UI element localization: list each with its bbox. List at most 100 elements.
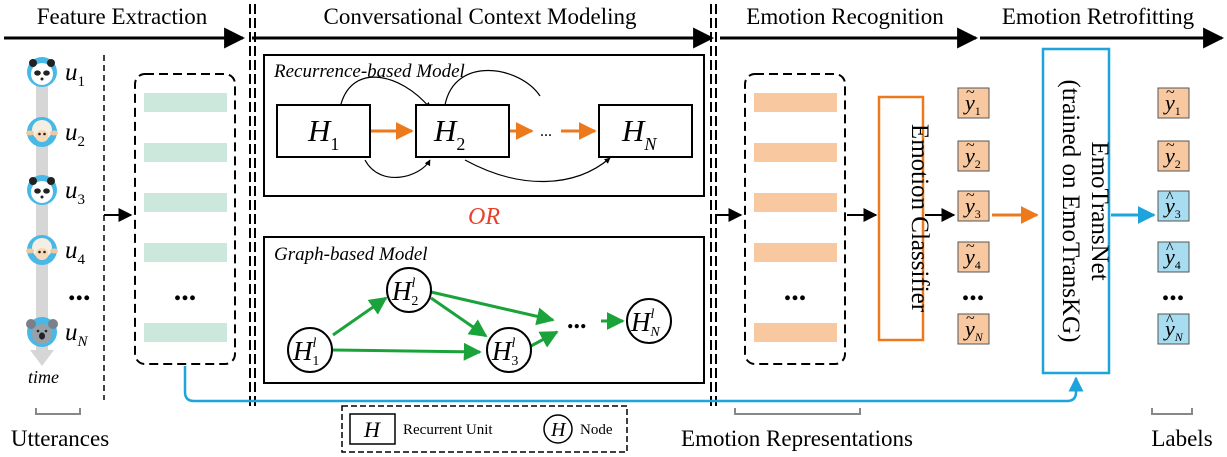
label-ellipsis: ... (1162, 274, 1185, 307)
legend-recurrent-unit-label: Recurrent Unit (403, 422, 493, 438)
feature-vector-bar (144, 323, 227, 342)
prediction-ellipsis: ... (962, 274, 985, 307)
graph-edge (530, 330, 559, 348)
timeline-arrowhead (30, 350, 54, 366)
emotion-representations-box (744, 73, 846, 365)
emotion-rep-bar (754, 243, 837, 262)
svg-text:y3: y3 (1163, 193, 1181, 221)
svg-text:^: ^ (1166, 189, 1174, 206)
emotion-rep-bar (754, 143, 837, 162)
panda-avatar-icon (27, 57, 57, 87)
graph-ellipsis: ... (567, 305, 587, 334)
feature-ellipsis: ... (174, 274, 197, 307)
prediction-cell: y3 ~ (957, 187, 990, 222)
feature-vector-bar (144, 243, 227, 262)
graph-model-title: Graph-based Model (274, 244, 428, 265)
emotion-classifier-label: Emotion Classifier (906, 124, 933, 313)
svg-text:~: ~ (1166, 137, 1175, 154)
recurrent-unit-h1 (276, 104, 371, 158)
utterance-label: u1 (65, 59, 85, 90)
label-cell: y3 ^ (1157, 189, 1190, 222)
graph-node-h1 (287, 327, 333, 373)
legend-recurrent-unit-swatch (349, 413, 396, 445)
svg-text:~: ~ (966, 137, 975, 154)
sheep-avatar-icon (26, 117, 58, 147)
recurrent-skip-arrow (464, 157, 611, 183)
recurrent-unit-h2 (415, 104, 510, 158)
utterance-label: u4 (65, 237, 86, 268)
prediction-cell: y4 ~ (957, 238, 990, 273)
emotion-rep-bar (754, 323, 837, 342)
panda-avatar-icon (27, 175, 57, 205)
label-cell: yN ^ (1157, 312, 1190, 345)
svg-text:~: ~ (1166, 84, 1175, 101)
recurrent-unit-label: H1 (307, 113, 339, 154)
svg-text:y1: y1 (963, 90, 981, 118)
feature-vectors-box (134, 73, 236, 365)
svg-text:~: ~ (966, 84, 975, 101)
legend-circle-symbol: H (550, 419, 567, 441)
recurrence-model-panel (263, 54, 705, 197)
feature-skip-connection (183, 366, 1084, 403)
svg-text:^: ^ (1166, 312, 1174, 329)
stage-emotion-recognition: Emotion Recognition (746, 4, 944, 29)
stage-context-modeling: Conversational Context Modeling (323, 4, 637, 29)
recurrent-skip-arrow (364, 159, 431, 178)
recurrent-unit-hn (598, 104, 693, 158)
graph-edge (332, 296, 388, 337)
prediction-cell: y2 ~ (957, 137, 990, 172)
recurrent-skip-arrow (339, 76, 431, 109)
svg-text:y4: y4 (1163, 244, 1181, 272)
svg-text:~: ~ (966, 310, 975, 327)
rep-caption: Emotion Representations (681, 426, 913, 451)
stage-emotion-retrofitting: Emotion Retrofitting (1002, 4, 1195, 29)
legend-node-swatch (543, 414, 573, 444)
feature-vector-bar (144, 193, 227, 212)
svg-text:~: ~ (966, 187, 975, 204)
utterance-label: u2 (65, 119, 85, 150)
utterance-label: uN (65, 319, 89, 350)
emotransnet-label: EmoTransNet (1086, 141, 1113, 280)
stage-feature-extraction: Feature Extraction (37, 4, 208, 29)
graph-node-h3 (486, 327, 532, 373)
recurrent-unit-label: HN (621, 113, 657, 154)
rep-ellipsis: ... (784, 274, 807, 307)
svg-text:y2: y2 (1163, 143, 1181, 171)
svg-text:^: ^ (1166, 240, 1174, 257)
graph-edge (430, 290, 555, 326)
graph-edge (332, 342, 482, 361)
utterances-bracket (35, 408, 81, 415)
svg-text:yN: yN (1163, 316, 1184, 344)
emotion-rep-bar (754, 93, 837, 112)
prediction-cell: yN ~ (957, 310, 990, 345)
time-label: time (28, 367, 59, 387)
labels-bracket (1151, 408, 1193, 415)
label-cell: y1 ~ (1157, 84, 1190, 119)
labels-caption: Labels (1151, 426, 1212, 451)
svg-text:~: ~ (966, 238, 975, 255)
svg-text:y1: y1 (1163, 90, 1181, 118)
graph-node-hn (626, 298, 672, 344)
emotion-classifier-box (877, 95, 925, 342)
label-cell: y2 ~ (1157, 137, 1190, 172)
sheep-avatar-icon (26, 235, 58, 265)
graph-edge (430, 296, 488, 338)
recurrent-skip-arrow (444, 70, 541, 106)
svg-text:yN: yN (963, 316, 984, 344)
rep-bracket (734, 408, 861, 415)
graph-model-panel (263, 236, 705, 384)
label-cell: y4 ^ (1157, 240, 1190, 273)
legend-node-label: Node (580, 422, 613, 438)
svg-text:y3: y3 (963, 193, 981, 221)
recurrent-unit-label: H2 (433, 113, 465, 154)
graph-node-h2 (386, 267, 432, 313)
feature-vector-bar (144, 143, 227, 162)
feature-vector-bar (144, 93, 227, 112)
svg-text:y2: y2 (963, 143, 981, 171)
koala-avatar-icon (26, 317, 58, 347)
utterances-caption: Utterances (11, 426, 109, 451)
